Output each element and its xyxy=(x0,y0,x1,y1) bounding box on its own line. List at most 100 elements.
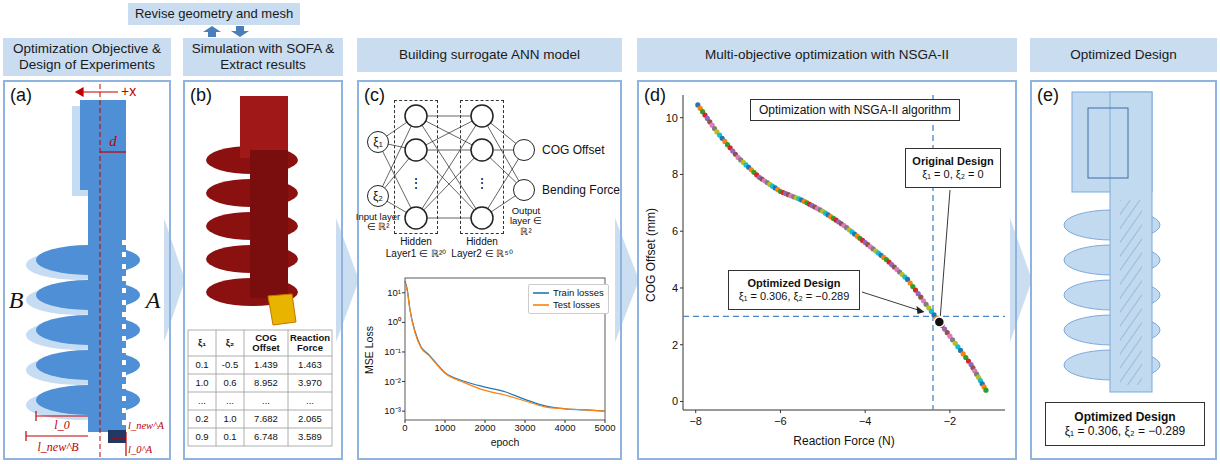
node-title: Bending Force xyxy=(542,183,620,197)
stem-notch xyxy=(122,276,126,281)
legend-row: Train losses xyxy=(533,287,604,299)
layer-label: Output layer ∈ ℝ² xyxy=(503,206,549,237)
feedback-arrow xyxy=(231,26,249,37)
table-cell: 7.682 xyxy=(245,414,287,424)
stem-notch xyxy=(122,384,126,389)
stem-notch xyxy=(122,312,126,317)
feedback-box: Revise geometry and mesh xyxy=(128,3,300,25)
stem-notch xyxy=(122,288,126,293)
tick-label: 0 xyxy=(672,395,678,407)
stem-notch xyxy=(122,252,126,257)
x-axis xyxy=(683,410,1005,411)
table-rule xyxy=(188,330,189,446)
table-cell: 3.970 xyxy=(289,378,331,388)
tick xyxy=(402,381,405,382)
node-title: COG Offset xyxy=(542,143,604,157)
node-title: (d) xyxy=(644,85,666,106)
step-panel: (d)Optimization with NSGA-II algorithmOr… xyxy=(637,80,1017,460)
dimension-label: d xyxy=(109,133,117,150)
hidden-neuron xyxy=(405,139,427,161)
train-curve xyxy=(405,281,605,411)
flow-arrow xyxy=(164,218,185,342)
ellipsis: ⋮ xyxy=(475,176,489,191)
guide-line xyxy=(932,95,933,410)
node-title: Original Design xyxy=(912,155,993,168)
table-cell: 1.439 xyxy=(245,360,287,370)
dimension-label: l_0 xyxy=(54,419,69,432)
node-title: Optimized Design xyxy=(1070,47,1177,63)
output-neuron: COG Offset xyxy=(513,139,535,161)
plot-frame xyxy=(405,278,605,420)
axis-label: +x xyxy=(121,84,136,99)
table-cell: 8.952 xyxy=(245,378,287,388)
simulated-actuator xyxy=(206,96,298,306)
table-rule xyxy=(244,330,245,446)
actuator-base xyxy=(108,430,126,443)
tick xyxy=(565,420,566,423)
table-rule xyxy=(332,330,333,446)
input-neuron: ξ₂ xyxy=(367,185,389,207)
loss-chart xyxy=(402,278,605,423)
table-header: ξ₂ xyxy=(217,338,243,348)
tick xyxy=(402,411,405,412)
arrow-head xyxy=(76,88,83,96)
tick xyxy=(680,287,683,288)
tick-label: 2 xyxy=(672,339,678,351)
stem-notch xyxy=(122,408,126,413)
tick-label: 6 xyxy=(672,225,678,237)
ann-link xyxy=(416,150,482,218)
side-label: A xyxy=(146,287,161,313)
tick xyxy=(402,351,405,352)
result-box: Optimized Designξ₁ = 0.306, ξ₂ = −0.289 xyxy=(1045,402,1205,446)
stem-notch xyxy=(122,360,126,365)
table-header: COG Offset xyxy=(245,333,287,354)
dimension-lnew xyxy=(26,435,88,436)
table-rule xyxy=(216,330,217,446)
tick xyxy=(865,410,866,413)
tick-label: 2000 xyxy=(474,423,495,433)
tick xyxy=(695,410,696,413)
hidden-neuron xyxy=(471,207,493,229)
node-title: Hidden Layer1 ∈ ℝ²⁰ xyxy=(384,236,448,259)
stem-notch xyxy=(122,348,126,353)
table-header: ξ₁ xyxy=(189,338,215,348)
table-cell: 1.463 xyxy=(289,360,331,370)
dimension-label: l_new^B xyxy=(37,441,78,454)
dimension-label: l_0^A xyxy=(128,444,152,456)
actuator-body xyxy=(36,100,140,432)
feedback-arrow xyxy=(203,26,221,37)
dimension-lines xyxy=(26,88,126,456)
tick xyxy=(525,420,526,423)
flow-arrow xyxy=(336,218,359,342)
tick xyxy=(445,420,446,423)
table-rule xyxy=(188,392,332,393)
legend-text: Train losses xyxy=(553,287,604,299)
step-header: Multi-objective optimization with NSGA-I… xyxy=(637,38,1017,72)
ann-link xyxy=(416,116,482,218)
tick-label: −4 xyxy=(859,415,872,427)
legend-box: Train lossesTest losses xyxy=(528,284,609,314)
node-body: ξ₁ = 0, ξ₂ = 0 xyxy=(922,168,983,181)
table-cell: 0.9 xyxy=(189,432,215,442)
flow-arrow xyxy=(615,218,639,342)
node-title: ξ₁ xyxy=(373,135,382,149)
node-body: ξ₁ = 0.306, ξ₂ = −0.289 xyxy=(1065,424,1186,438)
ann-link xyxy=(416,116,482,218)
design-point xyxy=(934,317,944,327)
axis-title: epoch xyxy=(491,437,520,449)
tick-label: 0 xyxy=(402,423,407,433)
step-header: Simulation with SOFA & Extract results xyxy=(183,38,343,76)
tick xyxy=(680,231,683,232)
table-cell: 0.1 xyxy=(217,432,243,442)
table-cell: 6.748 xyxy=(245,432,287,442)
tick xyxy=(680,401,683,402)
hidden-layer: Hidden Layer2 ∈ ℝ⁵⁰ xyxy=(460,100,504,234)
actuator-cap xyxy=(80,100,126,190)
hidden-layer: Hidden Layer1 ∈ ℝ²⁰ xyxy=(394,100,438,234)
step-header: Optimized Design xyxy=(1030,38,1217,72)
actuator-stem xyxy=(88,188,126,432)
node-title: Building surrogate ANN model xyxy=(399,47,580,63)
table-rule xyxy=(188,356,332,357)
axis-arrow xyxy=(80,91,118,92)
dimension-d xyxy=(100,151,126,152)
